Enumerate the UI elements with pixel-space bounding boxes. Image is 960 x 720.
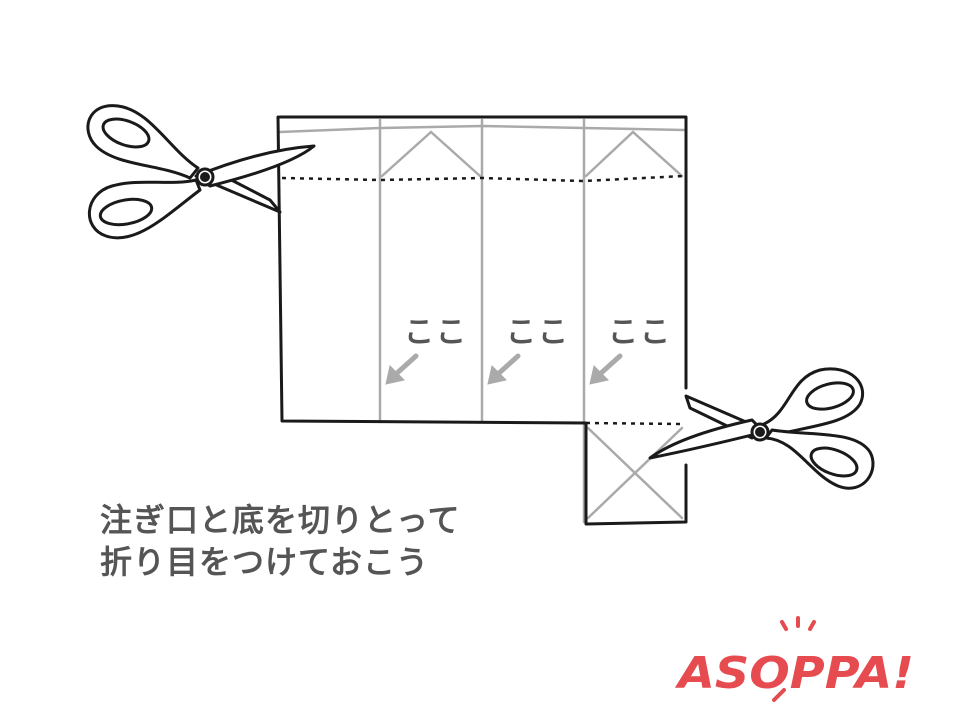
top-cut-line xyxy=(281,174,685,183)
arrow-icon xyxy=(589,353,623,385)
asoppa-logo: ASOPPA! xyxy=(675,616,914,702)
scissors-icon xyxy=(86,104,316,240)
magnifier-icon xyxy=(772,616,816,702)
instruction-line-2: 折り目をつけておこう xyxy=(100,543,430,581)
logo-text: ASOPPA! xyxy=(675,648,914,699)
marker-koko-2: ここ xyxy=(506,315,570,350)
spout-fold-1 xyxy=(380,130,482,178)
arrow-icon xyxy=(487,353,521,385)
carton-outline xyxy=(276,115,688,526)
carton-panel: ここ ここ ここ xyxy=(276,115,688,526)
instruction-line-1: 注ぎ口と底を切りとって xyxy=(100,501,461,539)
bottom-cut-line xyxy=(585,421,683,426)
spout-fold-2 xyxy=(584,130,684,178)
bottom-fold-cross xyxy=(586,426,684,520)
marker-koko-3: ここ xyxy=(608,315,672,350)
arrow-icon xyxy=(385,353,419,385)
scissors-icon xyxy=(648,367,875,490)
marker-koko-1: ここ xyxy=(404,315,468,350)
